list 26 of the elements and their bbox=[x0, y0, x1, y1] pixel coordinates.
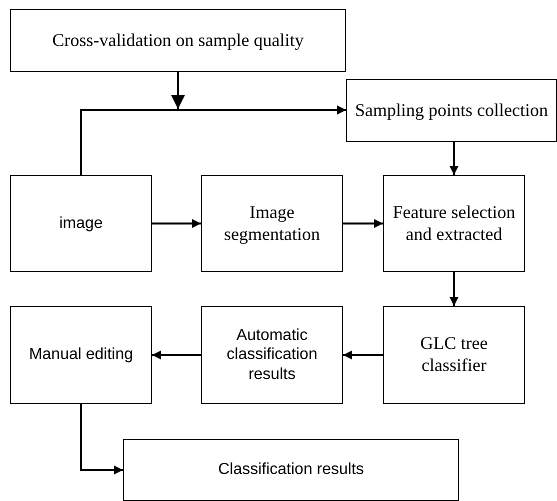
box-label: image bbox=[58, 214, 104, 234]
arrow bbox=[343, 219, 383, 228]
box-label: Sampling points collection bbox=[354, 100, 549, 122]
box-label: Manual editing bbox=[28, 345, 134, 365]
box-label: Image segmentation bbox=[223, 202, 321, 246]
process-box bbox=[201, 306, 343, 404]
box-label: Feature selection and extracted bbox=[392, 202, 516, 246]
process-box bbox=[346, 79, 557, 142]
arrow bbox=[80, 404, 123, 474]
arrow bbox=[450, 142, 458, 175]
arrow bbox=[80, 106, 346, 175]
process-box bbox=[383, 175, 525, 272]
process-box bbox=[10, 9, 346, 72]
process-box bbox=[10, 306, 152, 404]
box-label: Cross-validation on sample quality bbox=[51, 30, 305, 52]
arrow bbox=[450, 272, 458, 306]
arrow bbox=[152, 219, 201, 228]
process-box bbox=[383, 306, 525, 404]
process-box bbox=[123, 439, 459, 501]
box-label: Classification results bbox=[217, 460, 365, 480]
box-label: Automatic classification results bbox=[226, 326, 318, 384]
box-label: GLC tree classifier bbox=[419, 333, 489, 377]
process-box bbox=[10, 175, 152, 272]
process-box bbox=[201, 175, 343, 272]
arrow bbox=[152, 350, 201, 360]
arrow bbox=[343, 350, 383, 360]
